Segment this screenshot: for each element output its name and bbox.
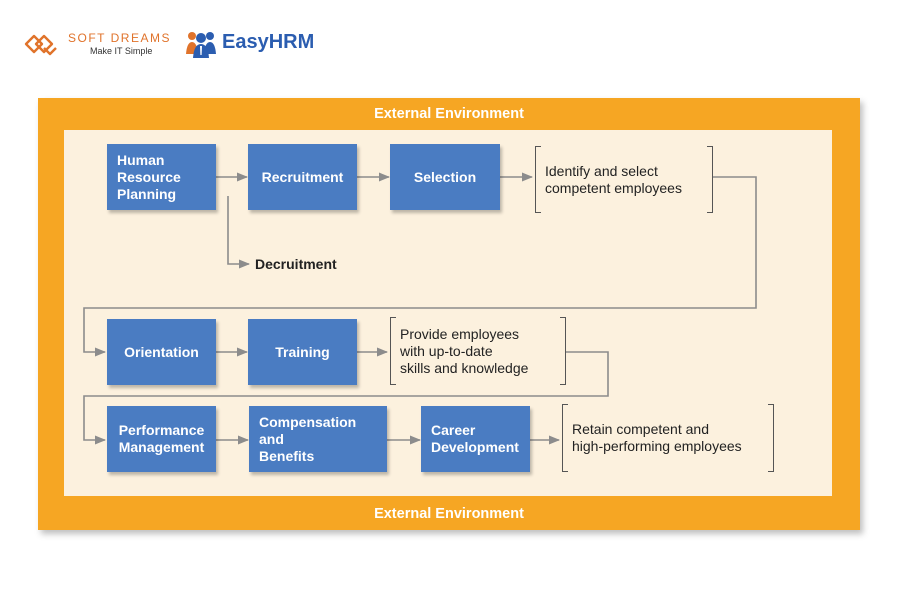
external-environment-top-label: External Environment xyxy=(374,106,524,122)
hr-planning-label: Human Resource Planning xyxy=(117,151,181,202)
easyhrm-name: EasyHRM xyxy=(222,31,315,53)
soft-dreams-name: SOFT DREAMS xyxy=(68,31,171,45)
training-box: Training xyxy=(248,319,357,385)
identify-outcome: Identify and select competent employees xyxy=(535,146,713,213)
recruitment-label: Recruitment xyxy=(261,168,344,185)
recruitment-box: Recruitment xyxy=(248,144,357,210)
selection-box: Selection xyxy=(390,144,500,210)
compensation-benefits-label: Compensation and Benefits xyxy=(259,413,357,464)
training-label: Training xyxy=(275,343,330,360)
compensation-benefits-box: Compensation and Benefits xyxy=(249,406,387,472)
career-development-box: Career Development xyxy=(421,406,530,472)
retain-outcome: Retain competent and high-performing emp… xyxy=(562,404,774,472)
hr-planning-box: Human Resource Planning xyxy=(107,144,216,210)
soft-dreams-logo-icon xyxy=(24,34,57,56)
provide-outcome-text: Provide employees with up-to-date skills… xyxy=(400,325,529,376)
selection-label: Selection xyxy=(413,168,477,185)
easyhrm-logo: EasyHRM xyxy=(184,28,324,60)
performance-management-box: Performance Management xyxy=(107,406,216,472)
orientation-label: Orientation xyxy=(124,343,199,360)
external-environment-bottom-label: External Environment xyxy=(374,506,524,522)
soft-dreams-tagline: Make IT Simple xyxy=(90,46,153,56)
career-development-label: Career Development xyxy=(431,422,519,455)
provide-outcome: Provide employees with up-to-date skills… xyxy=(390,317,566,385)
identify-outcome-text: Identify and select competent employees xyxy=(545,162,682,196)
orientation-box: Orientation xyxy=(107,319,216,385)
retain-outcome-text: Retain competent and high-performing emp… xyxy=(572,421,742,454)
decruitment-label: Decruitment xyxy=(255,256,337,272)
soft-dreams-logo: SOFT DREAMS Make IT Simple xyxy=(24,28,184,60)
performance-management-label: Performance Management xyxy=(118,422,205,455)
easyhrm-people-icon xyxy=(186,32,216,58)
